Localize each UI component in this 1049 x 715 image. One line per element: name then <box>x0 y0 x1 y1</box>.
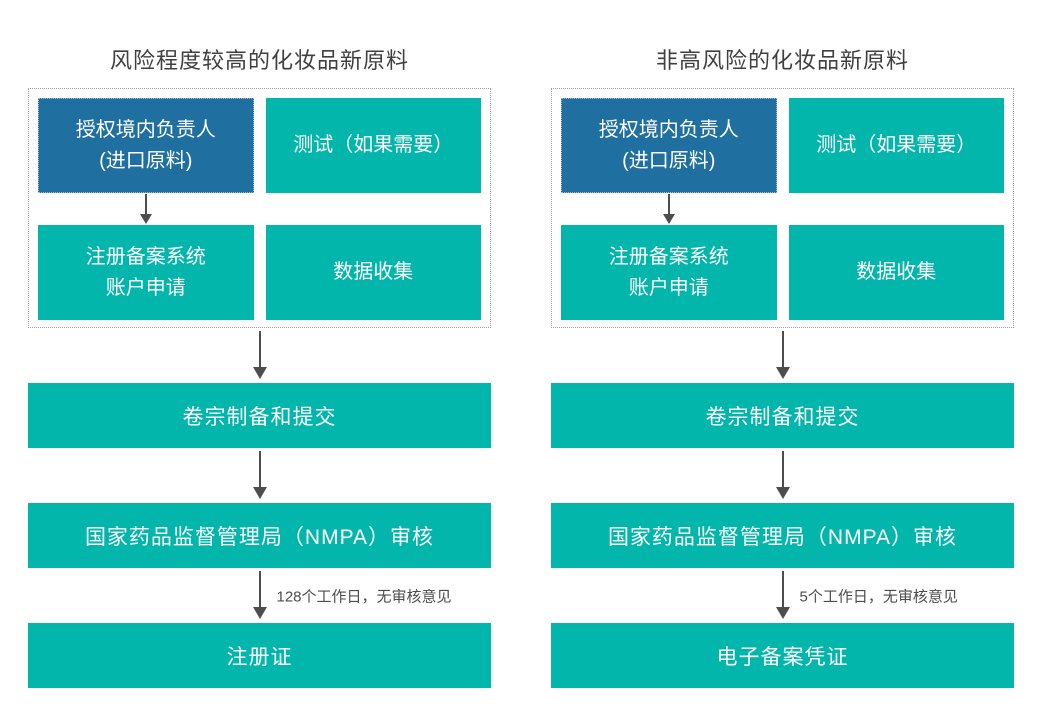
authorized-agent-line2: (进口原料) <box>622 149 716 172</box>
arrow-zone-with-note: 128个工作日，无审核意见 <box>28 568 491 623</box>
authorized-agent-line2: (进口原料) <box>99 149 193 172</box>
node-account-application: 注册备案系统 账户申请 <box>38 225 254 320</box>
node-nmpa-review: 国家药品监督管理局（NMPA）审核 <box>551 503 1014 568</box>
timeline-note: 5个工作日，无审核意见 <box>799 588 958 605</box>
mini-arrow-cell <box>38 193 254 225</box>
node-dossier: 卷宗制备和提交 <box>551 383 1014 448</box>
down-arrow-icon <box>775 571 790 619</box>
node-testing: 测试（如果需要） <box>788 98 1004 193</box>
mini-arrow-cell <box>561 193 777 225</box>
account-line1: 注册备案系统 <box>608 245 729 268</box>
down-arrow-icon <box>775 331 790 379</box>
down-arrow-icon <box>252 331 267 379</box>
node-nmpa-review: 国家药品监督管理局（NMPA）审核 <box>28 503 491 568</box>
node-authorized-agent: 授权境内负责人 (进口原料) <box>561 98 777 193</box>
column-title: 非高风险的化妆品新原料 <box>655 48 909 73</box>
arrow-zone <box>28 328 491 383</box>
account-line2: 账户申请 <box>628 276 709 299</box>
node-outcome: 电子备案凭证 <box>551 623 1014 688</box>
node-account-application: 注册备案系统 账户申请 <box>561 225 777 320</box>
spacer <box>266 193 482 225</box>
down-arrow-icon <box>252 571 267 619</box>
arrow-zone <box>28 448 491 503</box>
node-data-collection: 数据收集 <box>265 225 481 320</box>
column-non-high-risk: 非高风险的化妆品新原料 授权境内负责人 (进口原料) 测试（如果需要） 注册备案… <box>551 0 1014 688</box>
arrow-zone <box>551 328 1014 383</box>
column-high-risk: 风险程度较高的化妆品新原料 授权境内负责人 (进口原料) 测试（如果需要） 注册… <box>28 0 491 688</box>
node-testing: 测试（如果需要） <box>265 98 481 193</box>
authorized-agent-line1: 授权境内负责人 <box>598 118 739 141</box>
node-outcome: 注册证 <box>28 623 491 688</box>
down-arrow-icon <box>139 194 153 224</box>
prep-group: 授权境内负责人 (进口原料) 测试（如果需要） 注册备案系统 账户申请 数据收集 <box>551 88 1014 328</box>
data-collection-label: 数据收集 <box>856 261 937 283</box>
flowchart-columns: 风险程度较高的化妆品新原料 授权境内负责人 (进口原料) 测试（如果需要） 注册… <box>28 0 1014 688</box>
down-arrow-icon <box>662 194 676 224</box>
testing-label: 测试（如果需要） <box>293 134 454 156</box>
node-authorized-agent: 授权境内负责人 (进口原料) <box>38 98 254 193</box>
node-dossier: 卷宗制备和提交 <box>28 383 491 448</box>
prep-group: 授权境内负责人 (进口原料) 测试（如果需要） 注册备案系统 账户申请 数据收集 <box>28 88 491 328</box>
down-arrow-icon <box>252 451 267 499</box>
node-data-collection: 数据收集 <box>788 225 1004 320</box>
authorized-agent-line1: 授权境内负责人 <box>75 118 216 141</box>
account-line1: 注册备案系统 <box>85 245 206 268</box>
arrow-zone-with-note: 5个工作日，无审核意见 <box>551 568 1014 623</box>
down-arrow-icon <box>775 451 790 499</box>
timeline-note: 128个工作日，无审核意见 <box>276 588 452 605</box>
testing-label: 测试（如果需要） <box>816 134 977 156</box>
column-title: 风险程度较高的化妆品新原料 <box>109 48 409 73</box>
account-line2: 账户申请 <box>105 276 186 299</box>
spacer <box>789 193 1005 225</box>
data-collection-label: 数据收集 <box>333 261 414 283</box>
arrow-zone <box>551 448 1014 503</box>
